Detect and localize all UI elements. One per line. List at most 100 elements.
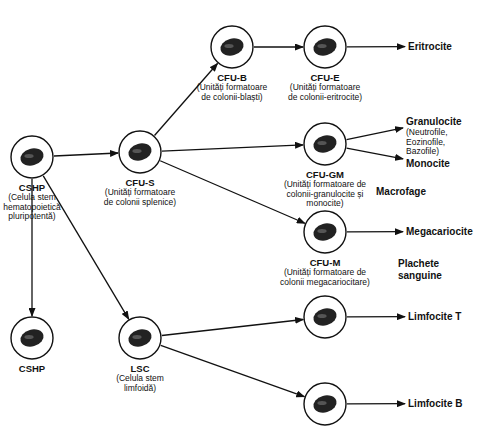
arrow-connector <box>347 231 403 233</box>
cell-membrane <box>211 26 253 68</box>
cell-caption: CSHP(Celula stem hematopoietică pluripot… <box>0 182 69 222</box>
cell-node <box>295 295 355 342</box>
cell-type-name: Granulocite <box>406 116 480 128</box>
cell-node: CFU-GM(Unități formatoare de colonii-gra… <box>273 122 377 209</box>
nucleus-texture <box>24 335 33 339</box>
cell-description: (Unități formatoare de colonii megacario… <box>273 268 377 287</box>
cell-membrane <box>11 317 53 359</box>
cell-name: CFU-S <box>99 177 181 188</box>
cell-description: (Unități formatoare de colonii splenice) <box>99 188 181 207</box>
cell-circle <box>303 382 347 426</box>
cell-description: (Unități formatoare de colonii-blaști) <box>195 83 269 102</box>
cell-caption: CFU-M(Unități formatoare de colonii mega… <box>273 257 377 287</box>
cell-membrane <box>119 131 161 173</box>
cell-caption: CFU-E(Unități formatoare de colonii-erit… <box>286 72 364 102</box>
cell-caption: CFU-B(Unități formatoare de colonii-blaș… <box>195 72 269 102</box>
cell-nucleus <box>18 146 45 168</box>
cell-name: CFU-GM <box>273 169 377 180</box>
cell-type-label: Macrofage <box>376 186 446 198</box>
cell-nucleus <box>311 393 338 415</box>
cell-type-name: Limfocite T <box>408 311 478 323</box>
cell-membrane <box>304 296 346 338</box>
cell-nucleus <box>311 221 338 243</box>
cell-name: CFU-B <box>195 72 269 83</box>
cell-membrane <box>304 123 346 165</box>
cell-circle <box>10 135 54 179</box>
arrow-connector <box>347 403 405 405</box>
arrow-connector <box>162 319 303 335</box>
nucleus-texture <box>317 401 326 405</box>
cell-node: CSHP(Celula stem hematopoietică pluripot… <box>0 135 74 222</box>
cell-node: CFU-B(Unități formatoare de colonii-blaș… <box>195 25 269 102</box>
cell-caption: CFU-S(Unități formatoare de colonii sple… <box>99 177 181 207</box>
arrow-connector <box>254 46 303 47</box>
cell-description: (Celula stem limfoidă) <box>100 374 180 393</box>
cell-name: CFU-E <box>286 72 364 83</box>
cell-type-list: (Neutrofile, Eozinofile, Bazofile) <box>406 128 480 157</box>
arrow-connector <box>161 345 305 396</box>
arrow-connector <box>160 161 305 224</box>
cell-circle <box>303 295 347 339</box>
cell-type-label: Eritrocite <box>408 41 478 53</box>
cell-type-name: Limfocite B <box>408 398 478 410</box>
cell-membrane <box>11 136 53 178</box>
cell-circle <box>303 122 347 166</box>
cell-caption: CFU-GM(Unități formatoare de colonii-gra… <box>273 169 377 209</box>
cell-node: CSHP <box>2 316 62 374</box>
arrow-connector <box>347 128 403 140</box>
nucleus-texture <box>317 141 326 145</box>
nucleus-texture <box>132 149 141 153</box>
nucleus-texture <box>317 314 326 318</box>
arrow-connector <box>162 145 303 151</box>
arrow-connector <box>347 148 403 159</box>
arrow-connector <box>347 316 405 318</box>
cell-nucleus <box>126 327 153 349</box>
cell-description: (Celula stem hematopoietică pluripotentă… <box>0 193 69 222</box>
cell-nucleus <box>311 306 338 328</box>
nucleus-texture <box>224 44 233 48</box>
cell-nucleus <box>311 36 338 58</box>
cell-membrane <box>119 317 161 359</box>
cell-circle <box>210 25 254 69</box>
cell-type-label: Limfocite T <box>408 311 478 323</box>
cell-circle <box>10 316 54 360</box>
cell-description: (Unități formatoare de colonii-eritrocit… <box>286 83 364 102</box>
cell-nucleus <box>311 133 338 155</box>
cell-node <box>295 382 355 429</box>
cell-name: CSHP <box>0 182 69 193</box>
cell-type-name: Megacariocite <box>406 226 480 238</box>
cell-node: LSC(Celula stem limfoidă) <box>100 316 180 393</box>
nucleus-texture <box>317 229 326 233</box>
cell-type-label: Monocite <box>406 158 476 170</box>
cell-circle <box>118 316 162 360</box>
cell-type-label: Plachete sanguine <box>398 258 460 282</box>
cell-name: LSC <box>100 363 180 374</box>
cell-membrane <box>304 211 346 253</box>
cell-circle <box>303 25 347 69</box>
cell-type-name: Monocite <box>406 158 476 170</box>
cell-circle <box>118 130 162 174</box>
cell-name: CFU-M <box>273 257 377 268</box>
cell-membrane <box>304 383 346 425</box>
cell-nucleus <box>218 36 245 58</box>
cell-type-label: Granulocite(Neutrofile, Eozinofile, Bazo… <box>406 116 480 157</box>
cell-nucleus <box>126 141 153 163</box>
cell-caption: CSHP <box>2 363 62 374</box>
cell-node: CFU-M(Unități formatoare de colonii mega… <box>273 210 377 287</box>
arrow-connector <box>54 153 118 156</box>
arrow-connector <box>347 46 405 48</box>
nucleus-texture <box>132 335 141 339</box>
cell-name: CSHP <box>2 363 62 374</box>
cell-caption: LSC(Celula stem limfoidă) <box>100 363 180 393</box>
cell-membrane <box>304 26 346 68</box>
cell-node: CFU-E(Unități formatoare de colonii-erit… <box>286 25 364 102</box>
cell-type-name: Eritrocite <box>408 41 478 53</box>
nucleus-texture <box>317 44 326 48</box>
cell-circle <box>303 210 347 254</box>
cell-type-label: Megacariocite <box>406 226 480 238</box>
cell-type-label: Limfocite B <box>408 398 478 410</box>
cell-node: CFU-S(Unități formatoare de colonii sple… <box>99 130 181 207</box>
nucleus-texture <box>24 154 33 158</box>
cell-description: (Unități formatoare de colonii-granuloci… <box>273 180 377 209</box>
